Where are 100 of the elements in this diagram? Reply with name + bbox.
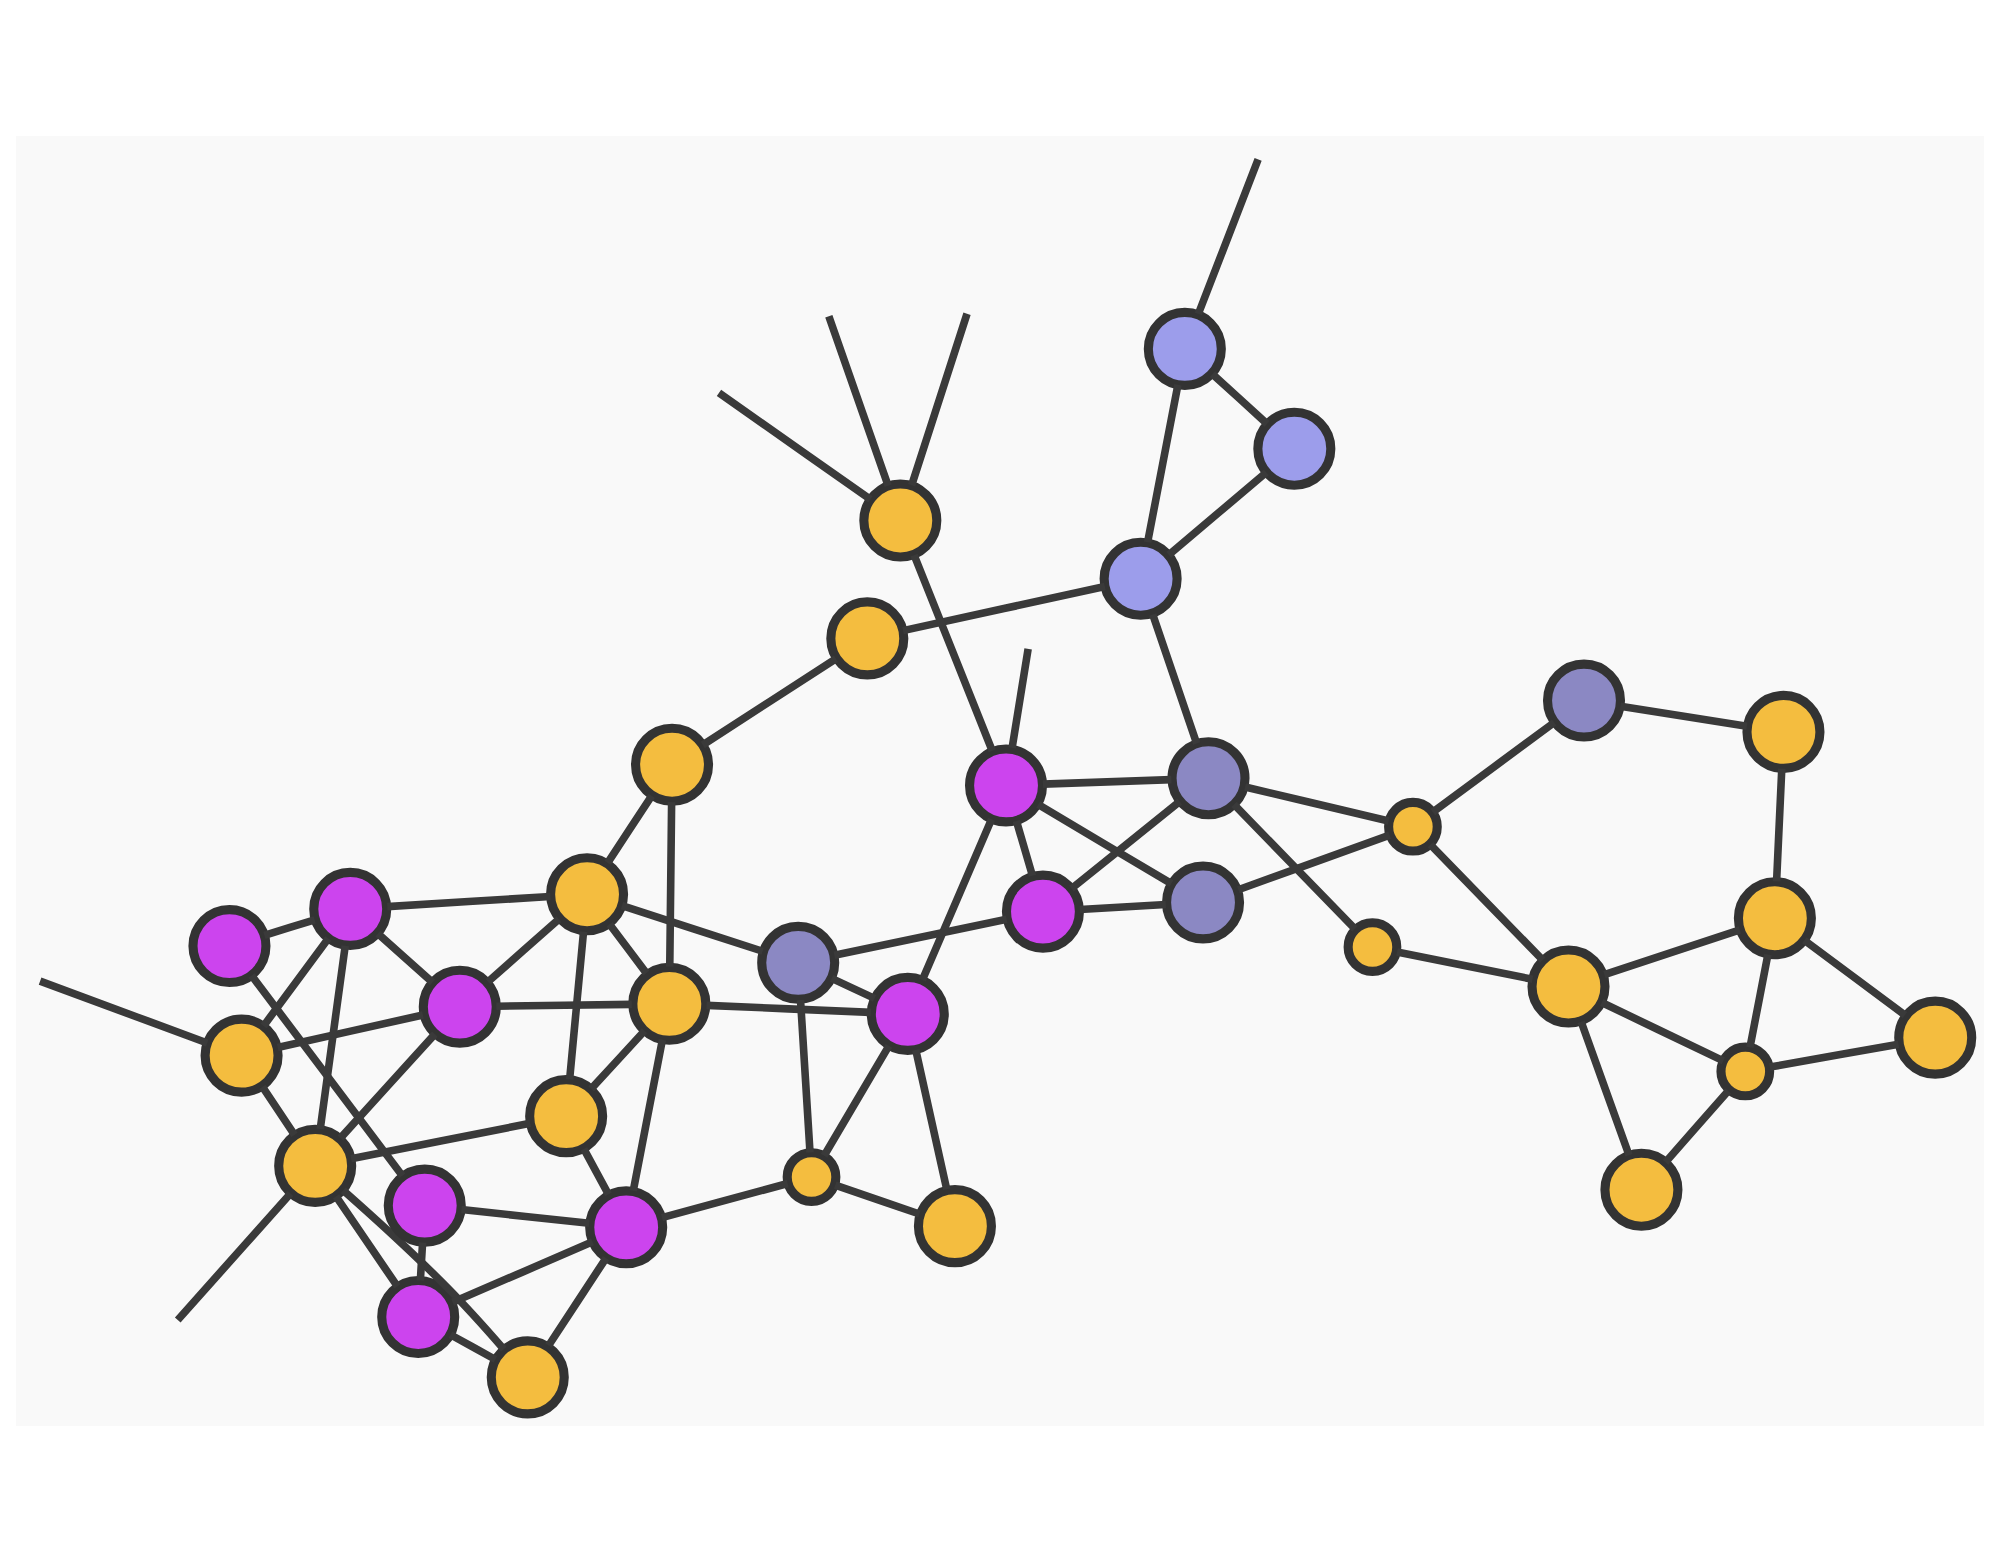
connector: [248, 972, 406, 1178]
connector: [1209, 370, 1270, 426]
connector: [350, 1118, 531, 1162]
node-circle: [188, 904, 271, 987]
connector: [565, 930, 588, 1079]
connector: [1746, 952, 1772, 1048]
node-circle: [486, 1335, 569, 1418]
node-circle: [782, 1147, 841, 1205]
connector: [263, 915, 316, 938]
connector: [825, 314, 892, 486]
node-circle: [1894, 995, 1977, 1078]
node-circle: [200, 1013, 283, 1096]
node-circle: [1527, 944, 1610, 1027]
node-circle: [377, 1274, 460, 1358]
connector: [1236, 830, 1391, 893]
node-circle: [1742, 689, 1825, 772]
connector: [910, 552, 996, 752]
connector: [38, 976, 209, 1046]
connector: [174, 1190, 294, 1322]
connector: [1194, 157, 1262, 315]
connector: [1802, 936, 1908, 1018]
connector: [316, 944, 349, 1129]
connector: [1166, 468, 1269, 557]
connector: [629, 1038, 667, 1191]
connector: [902, 581, 1106, 634]
node-circle: [1542, 658, 1626, 741]
connector: [1396, 947, 1534, 982]
connector: [1036, 800, 1174, 886]
connector: [706, 1000, 871, 1016]
node-circle: [631, 722, 714, 805]
node-circle: [859, 478, 942, 561]
connector: [700, 654, 838, 748]
node-circle: [1600, 1147, 1683, 1230]
connector: [604, 792, 655, 864]
node-circle: [274, 1123, 357, 1206]
connector: [918, 816, 996, 981]
node-circle: [525, 1074, 608, 1157]
connector: [1772, 767, 1786, 881]
connector: [375, 929, 436, 985]
connector: [716, 388, 873, 502]
node-circle: [1343, 917, 1402, 975]
connector: [1619, 701, 1748, 729]
node-circle: [1162, 860, 1245, 943]
node-circle: [585, 1185, 668, 1268]
connector: [1603, 925, 1742, 978]
node-circle: [1143, 306, 1226, 389]
connector: [830, 974, 877, 1001]
connector: [1577, 1019, 1633, 1156]
connector: [1769, 1039, 1900, 1070]
connector: [259, 1083, 298, 1136]
connector: [448, 1330, 498, 1362]
connector: [1012, 818, 1037, 876]
node-circle: [826, 596, 909, 679]
connector: [416, 1241, 427, 1280]
node-circle: [757, 920, 840, 1003]
node-circle: [546, 852, 629, 935]
connector: [461, 1204, 590, 1227]
node-circle: [1001, 869, 1084, 952]
connector: [485, 915, 562, 984]
connector: [588, 1027, 648, 1091]
connector: [1244, 782, 1390, 824]
connector: [1042, 774, 1172, 787]
connector: [545, 1254, 610, 1347]
connector: [660, 1178, 789, 1221]
node-circle: [1167, 736, 1250, 819]
node-circle: [866, 971, 949, 1054]
connector: [1231, 800, 1358, 931]
connector: [908, 311, 971, 486]
node-circle: [1716, 1041, 1775, 1100]
connector: [796, 998, 814, 1152]
node-circle: [1253, 406, 1336, 489]
connector: [451, 1237, 594, 1305]
connector: [833, 914, 1008, 958]
connector: [606, 920, 650, 975]
connector: [1662, 1087, 1732, 1164]
connector: [496, 999, 632, 1009]
connector: [620, 900, 764, 954]
node-circle: [913, 1184, 996, 1267]
connector: [1430, 718, 1557, 815]
node-circle: [1384, 796, 1442, 855]
connector: [332, 1193, 401, 1288]
connector: [1149, 612, 1201, 744]
connector: [665, 801, 676, 966]
connector: [276, 1010, 424, 1051]
node-circle: [418, 964, 501, 1047]
connector: [833, 1180, 921, 1217]
node-circle: [309, 866, 392, 949]
node-circle: [1099, 536, 1182, 619]
connector: [1600, 998, 1725, 1064]
connector: [387, 891, 551, 910]
connector: [1079, 899, 1167, 913]
node-circle: [1733, 876, 1816, 959]
connector: [1069, 797, 1183, 891]
node-circle: [965, 743, 1048, 826]
connector: [820, 1043, 893, 1157]
node-circle: [383, 1163, 466, 1246]
connector: [1143, 383, 1182, 543]
connector: [337, 1030, 438, 1140]
connector: [1008, 647, 1032, 748]
connector: [912, 1048, 951, 1190]
